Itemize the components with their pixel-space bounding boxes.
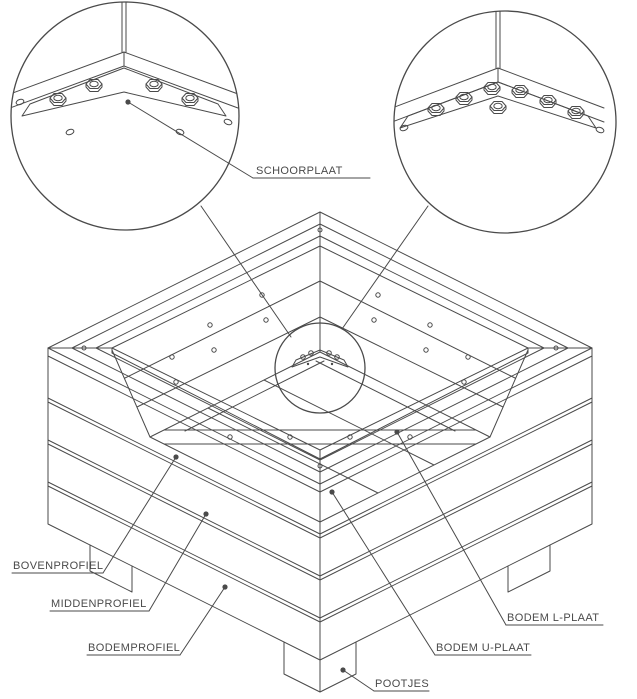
detail-circle-right (393, 10, 617, 234)
label-bodem-u-plaat: BODEM U-PLAAT (436, 642, 530, 654)
detail-left-content (11, 2, 239, 136)
label-middenprofiel: MIDDENPROFIEL (51, 598, 147, 610)
leader-line-bovenprofiel (102, 456, 177, 574)
rim-inner-lip (111, 347, 529, 460)
floor-bolts (227, 434, 413, 440)
leader-line-schoorplaat (127, 101, 254, 179)
wall-screws (169, 292, 471, 385)
label-middenprofiel-group: MIDDENPROFIEL (49, 511, 209, 612)
label-bodem-u-plaat-group: BODEM U-PLAAT (329, 489, 532, 656)
callout-to-right-detail-line (341, 205, 429, 330)
label-bovenprofiel: BOVENPROFIEL (13, 560, 103, 572)
leader-line-middenprofiel (148, 513, 207, 612)
screw-holes-right (399, 124, 605, 134)
label-pootjes-group: POOTJES (340, 667, 430, 692)
schoorplaat-plate (21, 67, 227, 117)
callout-circle (274, 322, 366, 414)
detail-right-content (394, 11, 605, 134)
rim-miter-joints (47, 211, 593, 485)
leader-line-bodemprofiel (179, 586, 226, 656)
label-bodemprofiel: BODEMPROFIEL (88, 642, 180, 654)
label-bodem-l-plaat: BODEM L-PLAAT (507, 612, 599, 624)
rim-screws (81, 227, 559, 469)
detail-circle-left (10, 1, 240, 231)
wall-plank-lines (47, 397, 593, 623)
detail-view-left (10, 1, 240, 231)
corner-bracket-bolts (300, 350, 340, 366)
leader-line-bodem-u-plaat (331, 491, 436, 656)
feet (89, 544, 551, 693)
left-detail-to-callout-line (200, 205, 292, 338)
label-schoorplaat-group: SCHOORPLAAT (125, 99, 371, 179)
screw-holes-left (15, 98, 233, 136)
planter-box (47, 211, 593, 693)
floor-and-plates (149, 351, 491, 523)
corner-bracket (291, 349, 349, 368)
label-bodemprofiel-group: BODEMPROFIEL (86, 584, 228, 656)
leader-line-pootjes (342, 669, 375, 692)
label-schoorplaat: SCHOORPLAAT (256, 165, 343, 177)
leader-line-bodem-l-plaat (396, 431, 507, 626)
detail-view-right (393, 10, 617, 234)
label-bodem-l-plaat-group: BODEM L-PLAAT (394, 429, 604, 626)
hex-nuts-right (427, 82, 585, 119)
interior-walls (111, 245, 529, 438)
label-pootjes: POOTJES (375, 678, 429, 690)
label-bovenprofiel-group: BOVENPROFIEL (11, 454, 179, 574)
